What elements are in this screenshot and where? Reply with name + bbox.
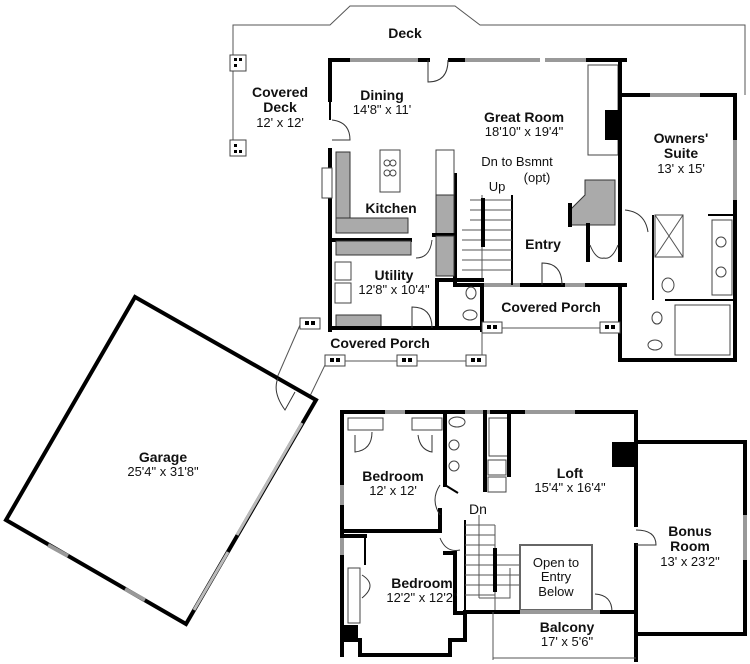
room-name: Dining xyxy=(360,87,404,103)
room-dims: 15'4" x 16'4" xyxy=(534,480,606,496)
room-name: Owners' Suite xyxy=(653,130,709,162)
utility-fixtures xyxy=(328,239,484,330)
upper-stairs-down-label: Dn xyxy=(469,501,487,517)
room-label-covered-porch-side: Covered Porch xyxy=(330,335,430,351)
room-label-utility: Utility 12'8" x 10'4" xyxy=(358,267,430,298)
room-label-bedroom-1: Bedroom 12' x 12' xyxy=(362,468,424,499)
room-dims: 12' x 12' xyxy=(256,114,304,130)
open-to-line2: Entry xyxy=(540,569,572,585)
room-label-kitchen: Kitchen xyxy=(365,200,417,216)
stairs-down-text: Dn xyxy=(469,501,487,517)
room-label-entry: Entry xyxy=(525,236,561,252)
garage-walls xyxy=(3,294,319,627)
room-label-owners-suite: Owners' Suite 13' x 15' xyxy=(646,130,716,176)
room-name: Covered Deck xyxy=(251,84,309,116)
room-label-deck: Deck xyxy=(388,25,422,41)
room-dims: 13' x 15' xyxy=(657,160,705,176)
room-name: Deck xyxy=(388,25,422,41)
room-name: Utility xyxy=(374,267,414,283)
room-name: Kitchen xyxy=(365,200,417,216)
room-label-garage: Garage 25'4" x 31'8" xyxy=(127,449,199,480)
room-dims: 12'2" x 12'2" xyxy=(386,590,458,606)
room-name: Loft xyxy=(556,465,584,481)
room-label-bedroom-2: Bedroom 12'2" x 12'2" xyxy=(386,575,458,606)
room-name: Great Room xyxy=(483,109,565,125)
room-label-covered-deck: Covered Deck 12' x 12' xyxy=(245,84,315,130)
stairs-down-basement-note: (opt) xyxy=(523,170,551,185)
room-label-dining: Dining 14'8" x 11' xyxy=(352,87,412,118)
stairs-down-text: Dn to Bsmnt xyxy=(481,154,553,169)
room-dims: 17' x 5'6" xyxy=(540,634,594,650)
room-name: Covered Porch xyxy=(501,299,601,315)
room-dims: 25'4" x 31'8" xyxy=(127,464,199,480)
room-name: Balcony xyxy=(539,619,595,635)
room-label-bonus-room: Bonus Room 13' x 23'2" xyxy=(660,523,720,569)
room-label-covered-porch-front: Covered Porch xyxy=(501,299,601,315)
room-label-loft: Loft 15'4" x 16'4" xyxy=(534,465,606,496)
open-to-line1: Open to xyxy=(532,555,580,570)
porch-posts xyxy=(275,317,621,397)
kitchen-fixtures xyxy=(321,149,457,277)
stairs-up-text: Up xyxy=(488,179,506,194)
open-to-line3: Below xyxy=(538,583,574,599)
room-label-balcony: Balcony 17' x 5'6" xyxy=(539,619,595,650)
deck-outline xyxy=(232,5,746,150)
room-name: Entry xyxy=(525,236,561,252)
stairs-up-label: Up xyxy=(488,179,506,194)
deck-door xyxy=(427,59,449,83)
upper-floor-walls xyxy=(340,410,747,662)
stairs-down-basement-label: Dn to Bsmnt xyxy=(481,154,553,169)
open-to-entry-label: Open to Entry Below xyxy=(532,555,580,599)
room-dims: 13' x 23'2" xyxy=(660,553,720,569)
room-name: Covered Porch xyxy=(330,335,430,351)
room-name: Garage xyxy=(138,449,188,465)
room-dims: 18'10" x 19'4" xyxy=(484,124,564,140)
stairs-down-opt-text: (opt) xyxy=(523,170,551,185)
room-dims: 12' x 12' xyxy=(369,483,417,499)
room-name: Bedroom xyxy=(362,468,424,484)
deck-posts xyxy=(229,54,247,157)
main-floor-walls xyxy=(321,58,737,362)
room-label-great-room: Great Room 18'10" x 19'4" xyxy=(483,109,565,140)
room-name: Bonus Room xyxy=(668,523,712,555)
room-name: Bedroom xyxy=(391,575,453,591)
room-dims: 14'8" x 11' xyxy=(352,102,412,118)
main-stairs xyxy=(453,173,513,287)
room-dims: 12'8" x 10'4" xyxy=(358,282,430,298)
